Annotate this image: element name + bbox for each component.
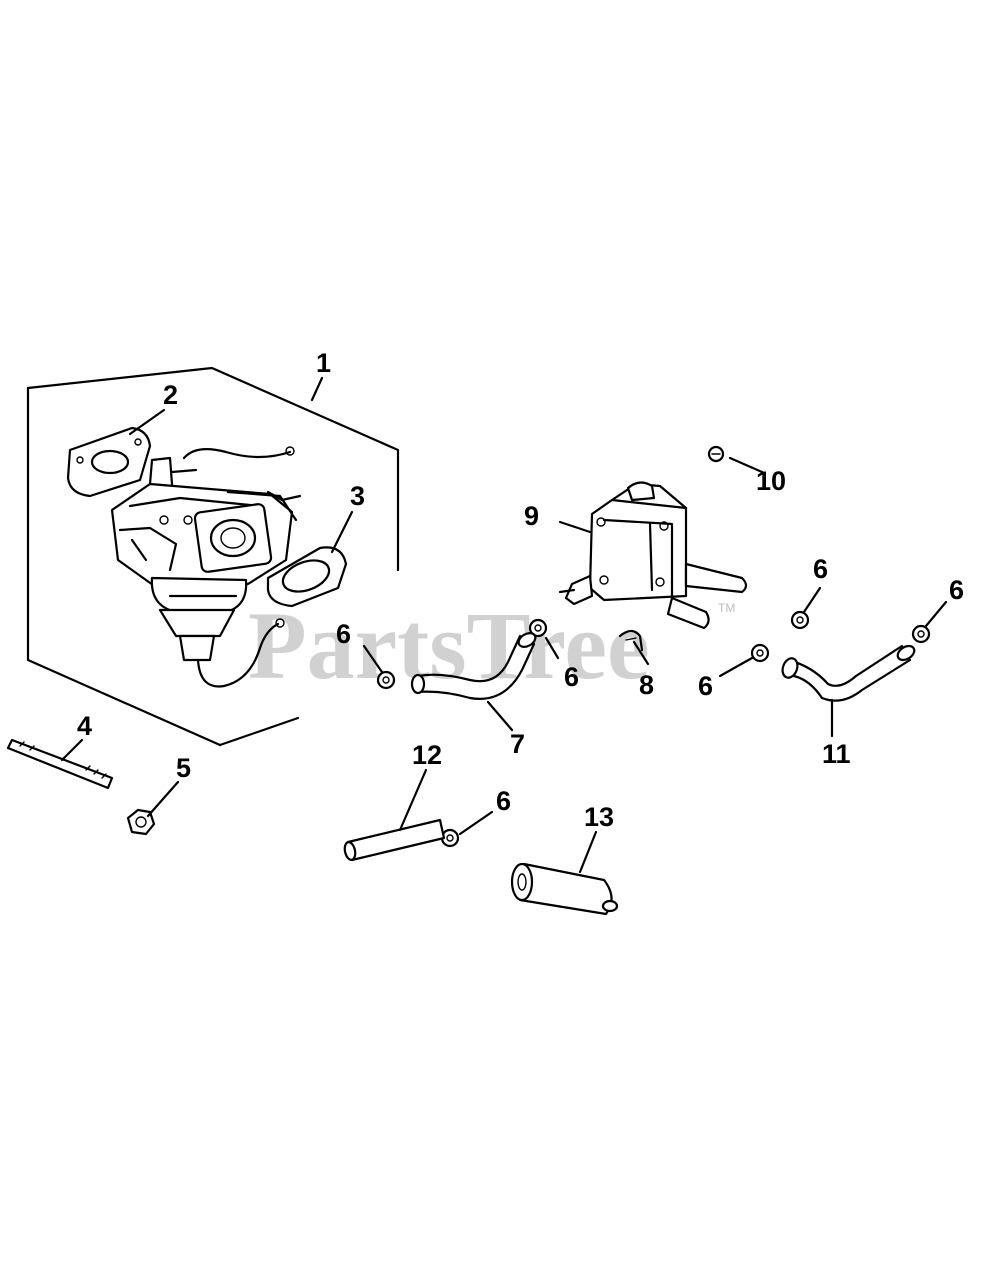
carburetor-kit-frame <box>26 366 400 747</box>
leader-lines <box>60 376 948 874</box>
callout-7: 7 <box>510 729 525 759</box>
clamp-part-6-c[interactable] <box>750 643 770 663</box>
hose-part-11[interactable] <box>780 643 917 702</box>
callouts: 1 2 3 4 5 6 6 6 6 6 6 7 8 9 10 11 12 13 <box>77 348 964 832</box>
callout-4: 4 <box>77 711 92 741</box>
clamp-part-6-b[interactable] <box>528 618 548 638</box>
watermark-text: PartsTree <box>248 592 650 699</box>
callout-5: 5 <box>176 753 191 783</box>
callout-12: 12 <box>412 740 442 770</box>
hose-part-7[interactable] <box>410 630 538 700</box>
callout-6-e: 6 <box>949 575 964 605</box>
watermark: PartsTree TM <box>248 592 735 699</box>
fuel-filter-part-13[interactable] <box>510 862 619 916</box>
callout-6-d: 6 <box>813 554 828 584</box>
screw-part-10[interactable] <box>707 445 725 463</box>
carburetor[interactable] <box>110 446 302 688</box>
callout-6-c: 6 <box>698 671 713 701</box>
callout-6-b: 6 <box>564 662 579 692</box>
gasket-part-2[interactable] <box>66 426 152 498</box>
callout-9: 9 <box>524 501 539 531</box>
gasket-part-3[interactable] <box>266 546 348 608</box>
callout-8: 8 <box>639 670 654 700</box>
callout-10: 10 <box>756 466 786 496</box>
callout-1: 1 <box>316 348 331 378</box>
clamp-part-6-a[interactable] <box>376 670 396 690</box>
clamp-part-6-e[interactable] <box>911 624 931 644</box>
watermark-trademark: TM <box>718 601 735 615</box>
callout-2: 2 <box>163 380 178 410</box>
fuel-pump-part-9[interactable] <box>558 481 748 630</box>
callout-11: 11 <box>822 739 851 769</box>
callout-13: 13 <box>584 802 614 832</box>
callout-6-f: 6 <box>496 786 511 816</box>
stud-part-4[interactable] <box>6 738 114 790</box>
callout-3: 3 <box>350 481 365 511</box>
hose-part-12[interactable] <box>343 818 446 862</box>
callout-6-a: 6 <box>336 619 351 649</box>
fitting-part-8[interactable] <box>618 629 644 652</box>
clamp-part-6-d[interactable] <box>790 610 810 630</box>
